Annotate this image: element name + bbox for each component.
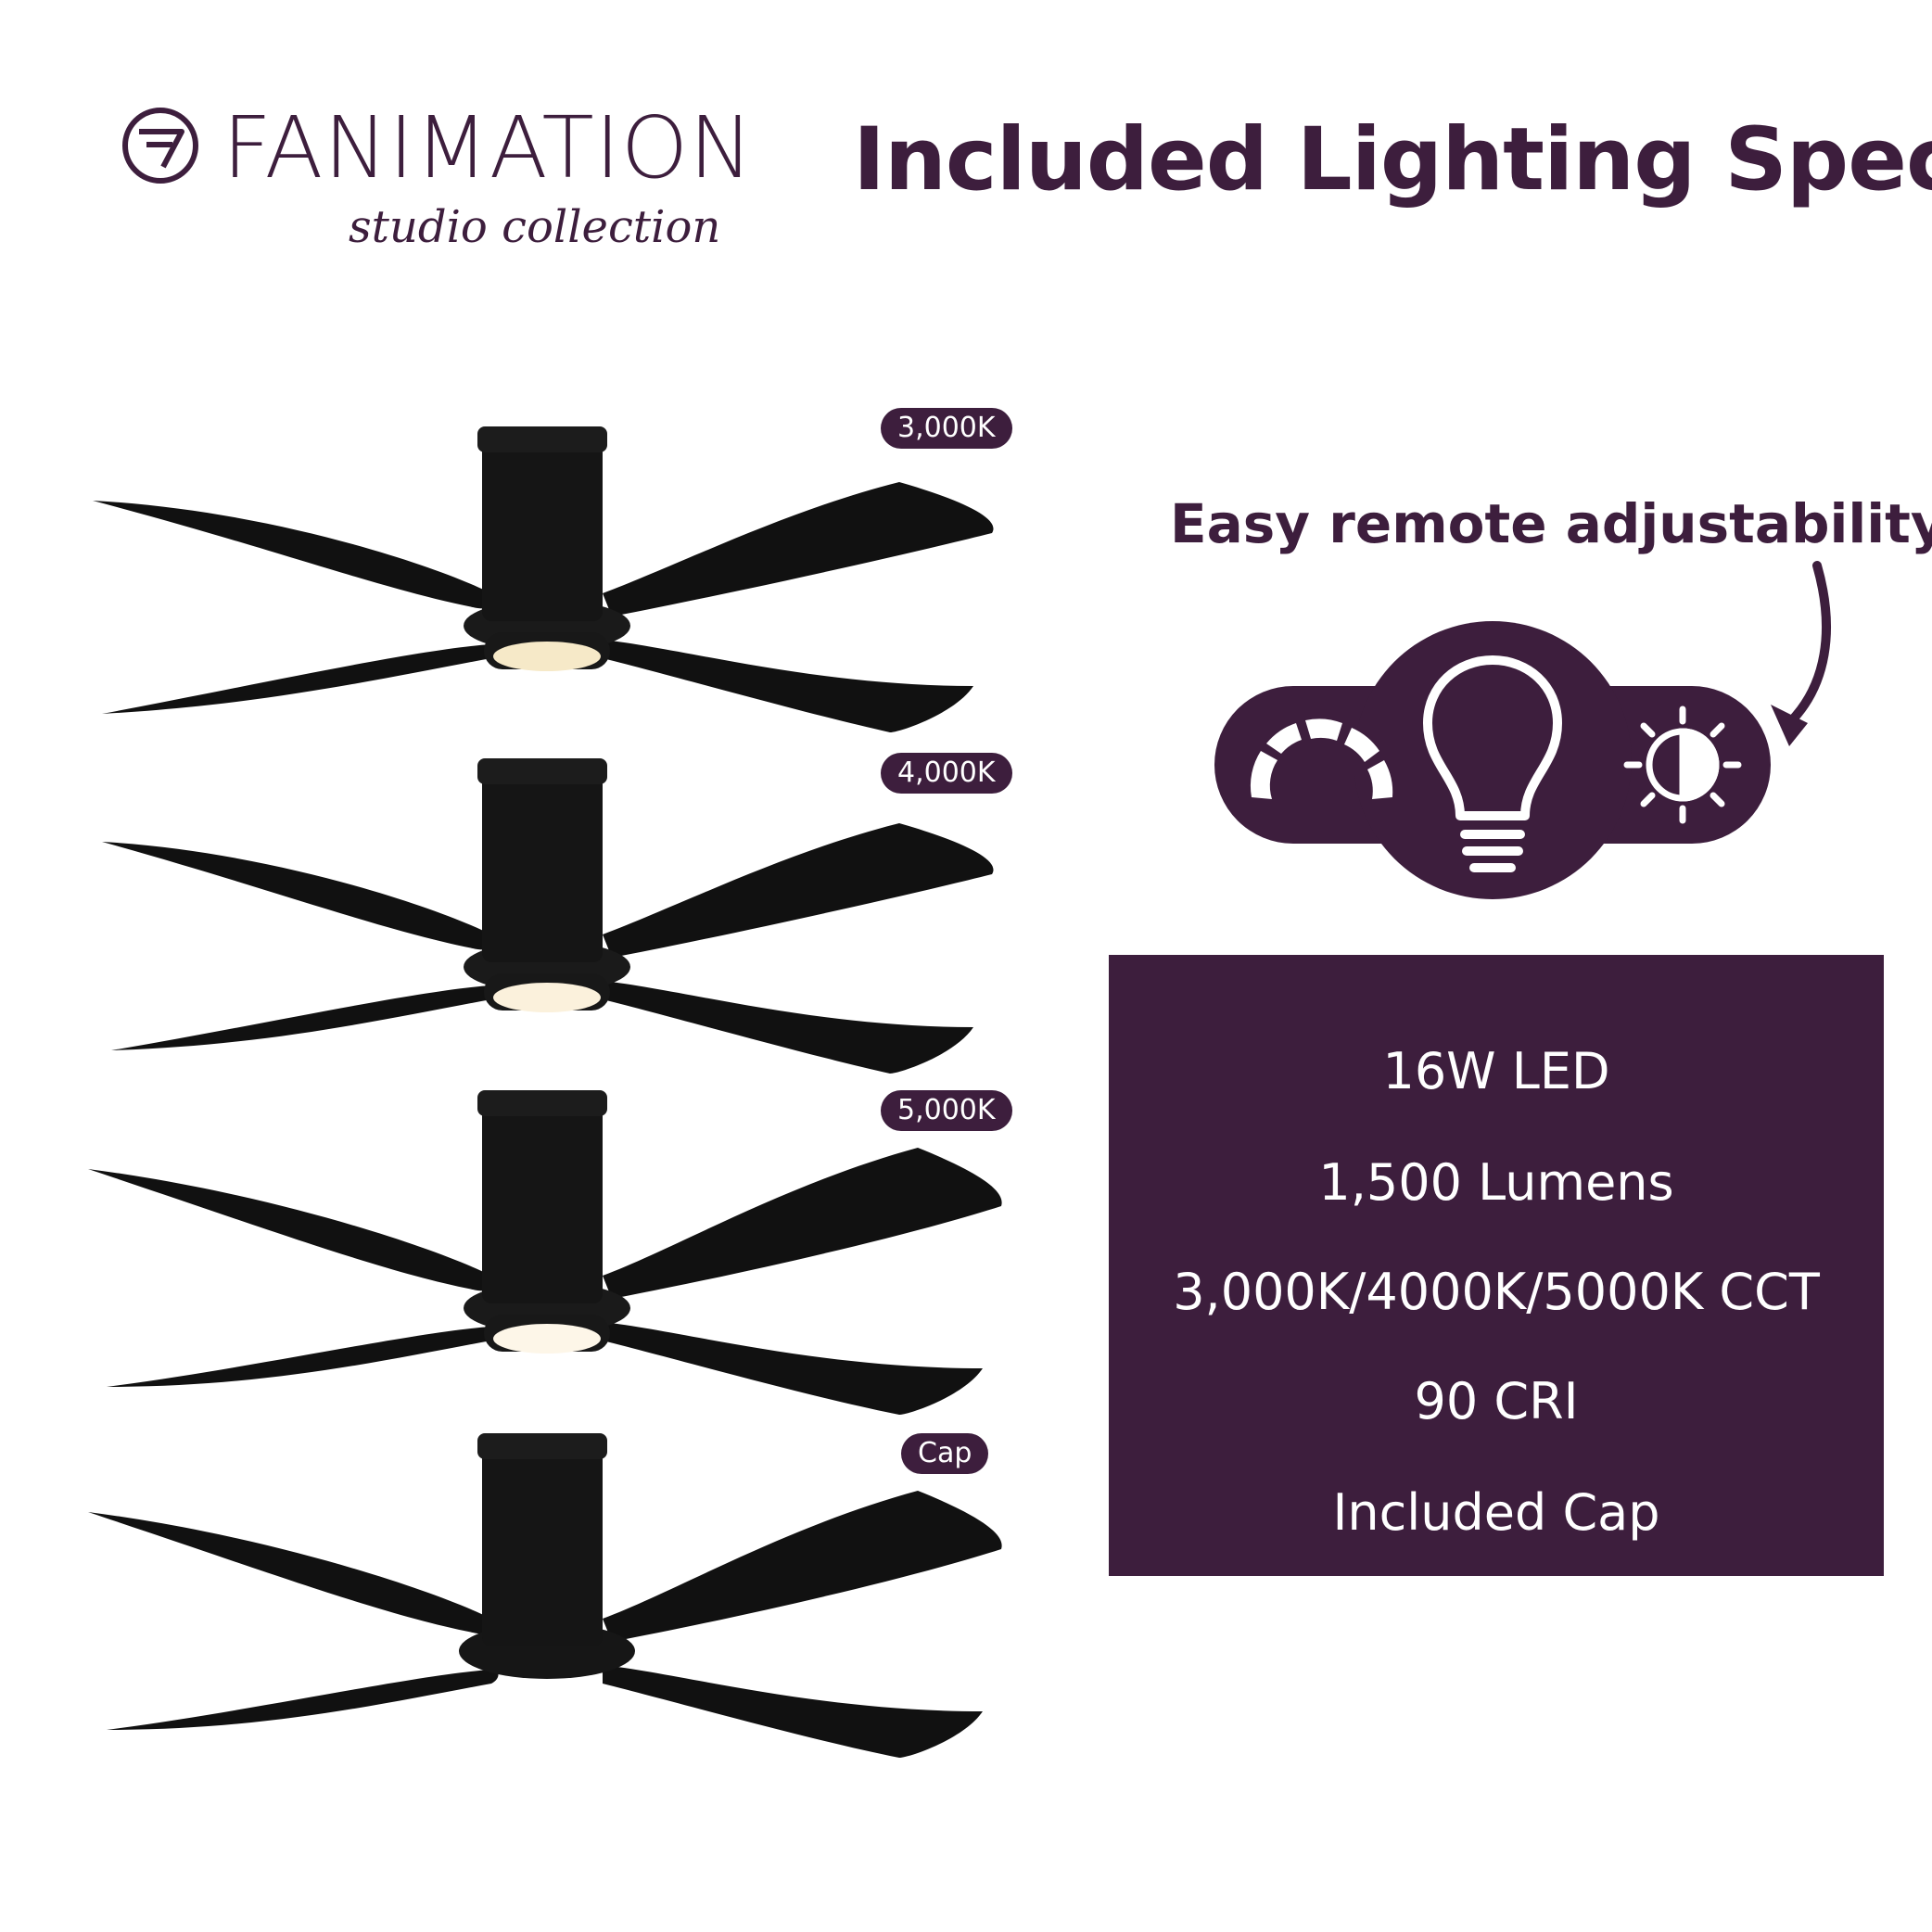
light-bulb-icon bbox=[1423, 655, 1562, 872]
spec-lumens: 1,500 Lumens bbox=[1318, 1153, 1674, 1212]
fan-cct-badge: 4,000K bbox=[881, 753, 1012, 794]
fan-cct-badge: 5,000K bbox=[881, 1090, 1012, 1131]
specs-panel: 16W LED 1,500 Lumens 3,000K/4000K/5000K … bbox=[1109, 955, 1884, 1576]
brand-name: FANIMATION bbox=[222, 98, 755, 197]
brand-subname: studio collection bbox=[349, 201, 721, 253]
spec-cri: 90 CRI bbox=[1414, 1372, 1579, 1430]
ceiling-fan-illustration bbox=[88, 1433, 1002, 1758]
ceiling-fan-illustration bbox=[93, 426, 994, 732]
tagline: Easy remote adjustability! bbox=[1170, 492, 1932, 555]
spec-wattage: 16W LED bbox=[1382, 1042, 1610, 1100]
ceiling-fan-illustration bbox=[88, 1090, 1002, 1415]
brand-logo: FANIMATION studio collection bbox=[121, 102, 769, 250]
page-title: Included Lighting Specs bbox=[853, 109, 1932, 210]
spec-cct: 3,000K/4000K/5000K CCT bbox=[1173, 1263, 1820, 1321]
color-temperature-icon bbox=[1623, 705, 1742, 824]
fan-cap-badge: Cap bbox=[901, 1433, 989, 1474]
fan-image-3000k: 3,000K bbox=[83, 408, 1012, 732]
spec-cap: Included Cap bbox=[1332, 1483, 1660, 1542]
fan-image-5000k: 5,000K bbox=[83, 1090, 1012, 1415]
fanimation-logo-icon bbox=[122, 108, 198, 184]
remote-adjust-graphic bbox=[1214, 561, 1831, 899]
fan-image-4000k: 4,000K bbox=[83, 749, 1012, 1074]
curved-arrow-icon bbox=[1785, 561, 1831, 728]
fan-image-cap: Cap bbox=[83, 1433, 1010, 1758]
ceiling-fan-illustration bbox=[102, 758, 994, 1074]
fan-cct-badge: 3,000K bbox=[881, 408, 1012, 449]
dimmer-icon bbox=[1250, 718, 1393, 799]
